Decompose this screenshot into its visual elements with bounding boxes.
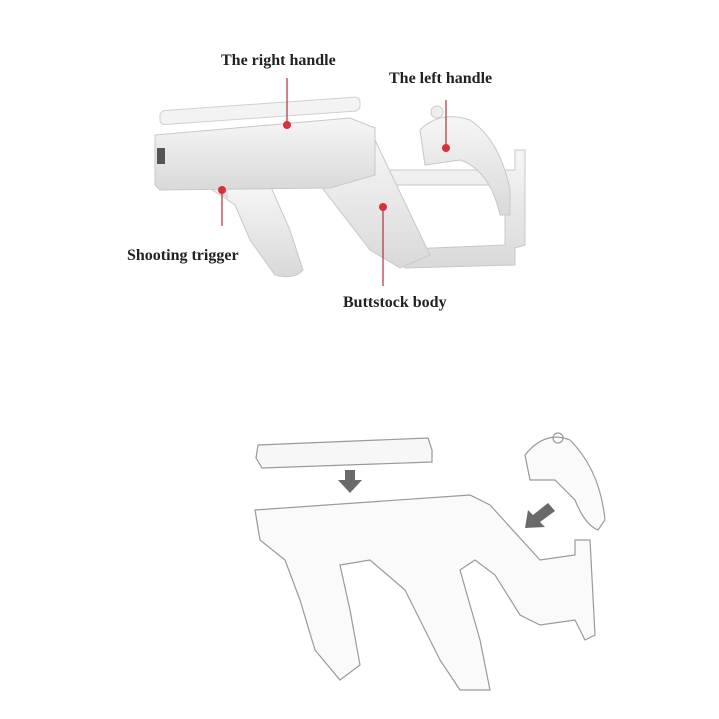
- wiimote-outline: [255, 437, 433, 469]
- barrel: [154, 117, 376, 191]
- insert-arrows: [338, 470, 555, 528]
- label-buttstock-body: Buttstock body: [343, 294, 447, 311]
- buttstock-marker: [379, 203, 387, 211]
- label-shooting-trigger: Shooting trigger: [127, 247, 239, 264]
- callout-markers: [218, 78, 450, 286]
- trigger-marker: [218, 186, 226, 194]
- label-left-handle: The left handle: [389, 70, 493, 87]
- nunchuk-stick: [430, 105, 444, 119]
- assembly-drawing: [254, 432, 606, 691]
- barrel-port: [157, 148, 165, 164]
- nunchuk-outline: [524, 436, 606, 531]
- arrow-down-left-icon: [525, 503, 555, 528]
- gun-outline: [254, 494, 596, 691]
- wiimote-top: [159, 96, 361, 125]
- nunchuk: [419, 116, 511, 216]
- right-handle-marker: [283, 121, 291, 129]
- grip: [203, 184, 304, 278]
- left-handle-marker: [442, 144, 450, 152]
- zapper-photo: [154, 96, 526, 278]
- label-right-handle: The right handle: [221, 52, 336, 69]
- arrow-down-icon: [338, 470, 362, 493]
